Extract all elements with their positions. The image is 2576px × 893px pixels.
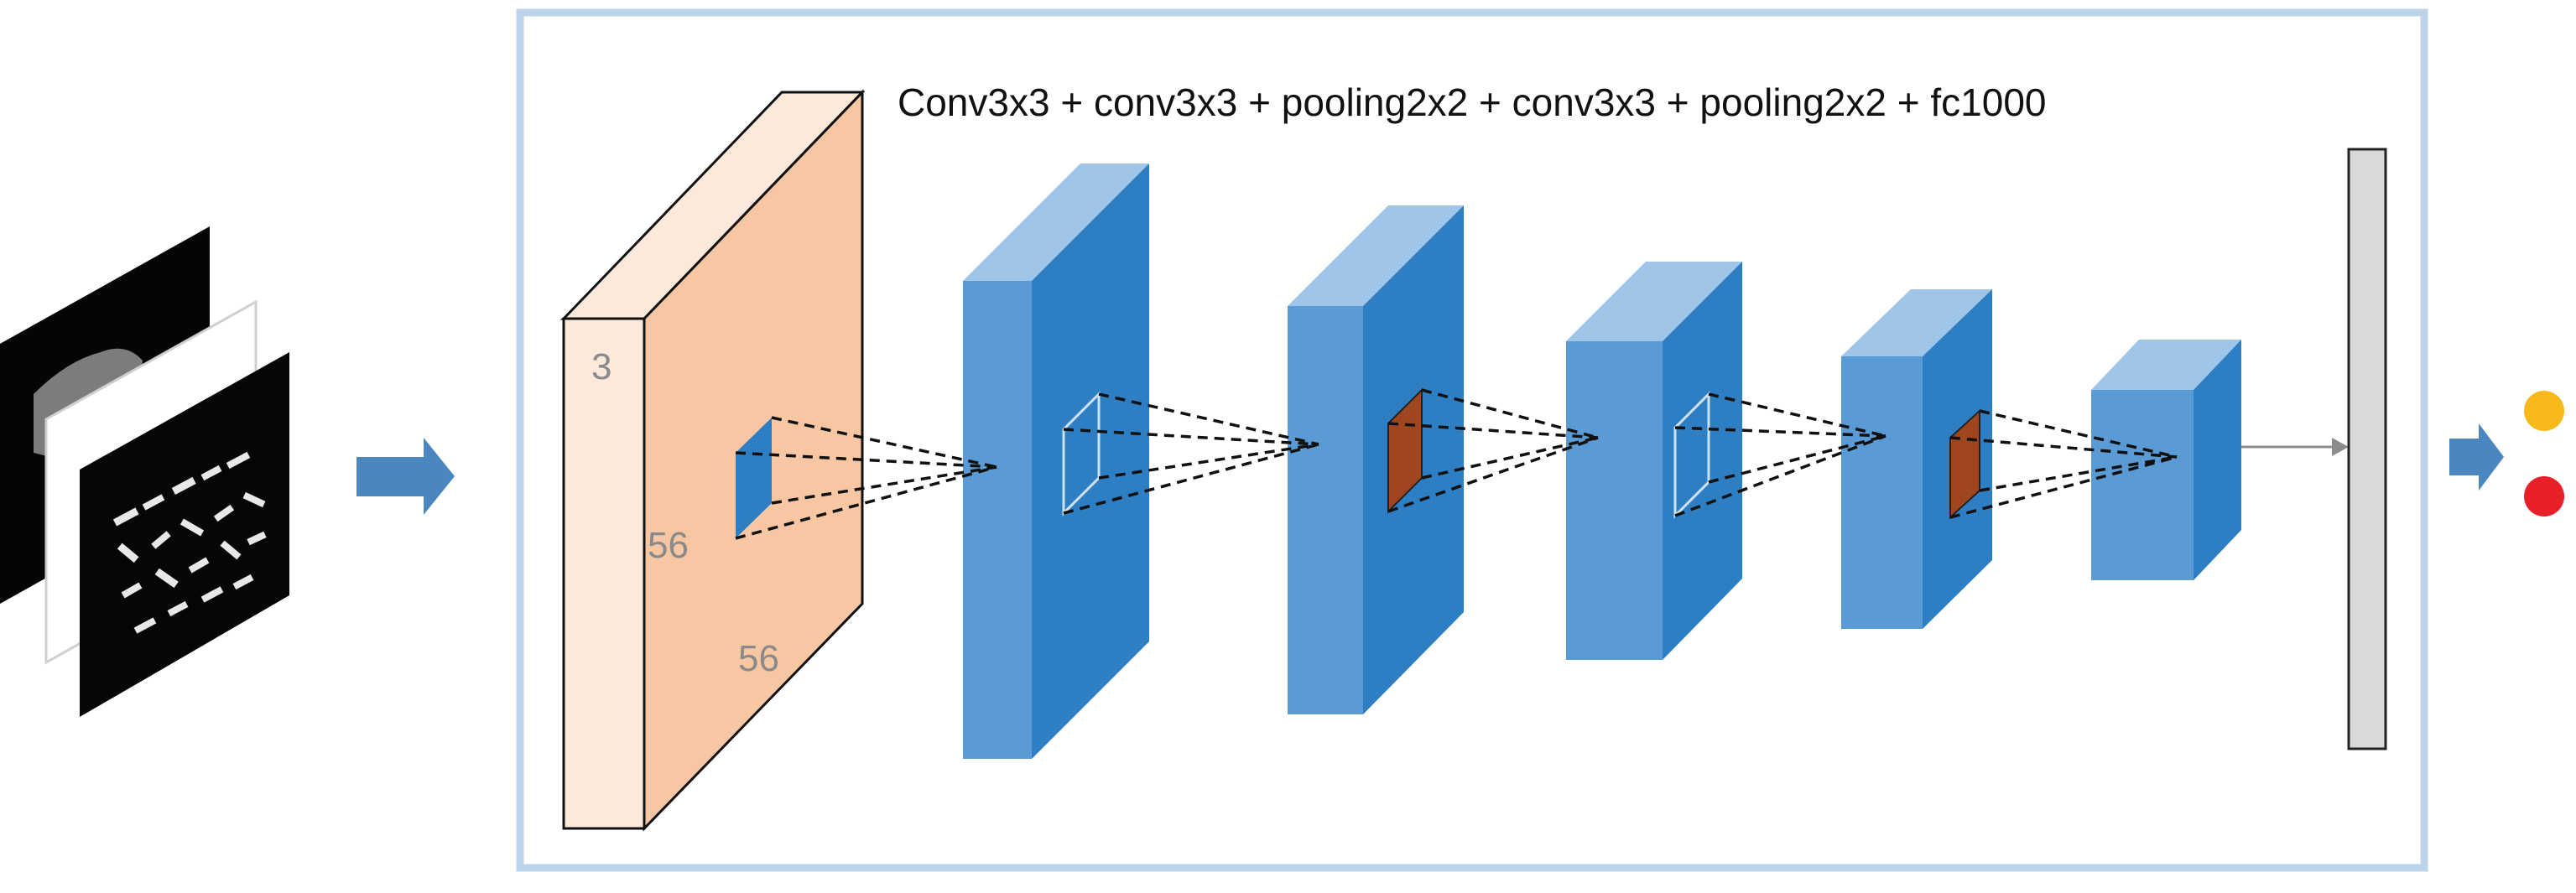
conv-layer-2-front — [1288, 306, 1363, 714]
input-volume-side — [562, 317, 646, 830]
output-yellow-dot — [2524, 391, 2564, 431]
input-depth-label: 3 — [591, 346, 611, 387]
conv-layer-5-side — [2194, 340, 2241, 580]
conv-layer-3-top — [1566, 262, 1742, 341]
input-arrow — [356, 438, 455, 515]
conv-layer-3-side — [1663, 262, 1742, 660]
input-volume: 3 56 56 — [559, 89, 866, 832]
architecture-title: Conv3x3 + conv3x3 + pooling2x2 + conv3x3… — [898, 80, 2047, 124]
conv-layer-5-front — [2091, 390, 2194, 580]
conv-layer-5-top — [2091, 340, 2241, 390]
output-arrow — [2449, 423, 2504, 491]
conv-layer-4-top — [1841, 289, 1992, 356]
input-image-stack — [0, 226, 289, 717]
conv-layer-3-front — [1566, 341, 1663, 660]
conv-layer-3 — [1566, 262, 1742, 660]
receptive-field-lines — [735, 388, 2178, 540]
conv-layer-1-front — [963, 281, 1032, 759]
conv-layer-1 — [963, 164, 1149, 759]
conv-layer-4 — [1841, 289, 1992, 629]
output-red-dot — [2524, 476, 2564, 517]
fc-layer-bar — [2347, 148, 2387, 750]
conv-layer-4-front — [1841, 356, 1923, 629]
conv-layer-2-top — [1288, 205, 1464, 306]
input-height-label: 56 — [648, 525, 689, 566]
conv-layer-2 — [1288, 205, 1464, 714]
conv-layer-1-side — [1032, 164, 1149, 759]
fc-connector-arrowhead — [2332, 438, 2349, 456]
conv-layer-5 — [2091, 340, 2241, 580]
conv-layer-1-top — [963, 164, 1149, 281]
input-image-front — [80, 352, 289, 717]
input-image-front-markers — [112, 451, 267, 634]
input-width-label: 56 — [738, 638, 779, 679]
input-kernel-patch — [736, 418, 772, 538]
